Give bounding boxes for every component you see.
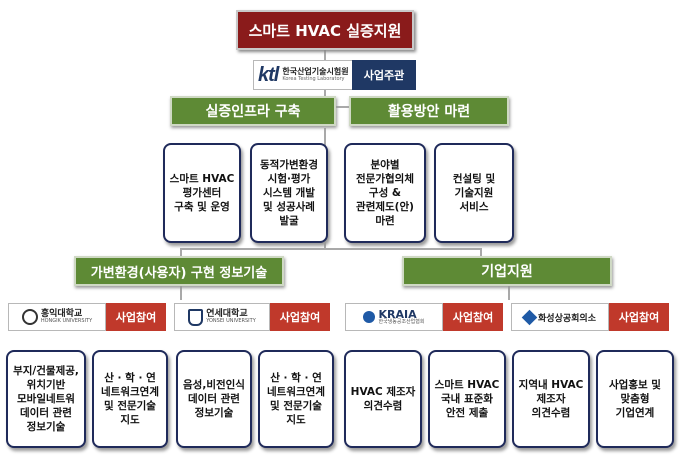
connector-left-down xyxy=(180,248,182,256)
card-hwaseong-promotion: 사업홍보 및 맞춤형 기업연계 xyxy=(596,350,674,448)
hongik-role-tag: 사업참여 xyxy=(106,303,166,331)
ktl-logo-text: ktl xyxy=(258,63,279,86)
hongik-logo-text: 홍익대학교 HONGIK UNIVERSITY xyxy=(41,310,92,324)
kraia-role-tag: 사업참여 xyxy=(443,303,503,331)
card-consulting: 컨설팅 및 기술지원 서비스 xyxy=(434,143,514,243)
lead-role-tag: 사업주관 xyxy=(352,60,416,90)
category-infra: 실증인프라 구축 xyxy=(170,96,336,126)
hongik-logo-name: 홍익대학교 xyxy=(40,309,83,319)
card-dynamic-test-system: 동적가변환경 시험·평가 시스템 개발 및 성공사례 발굴 xyxy=(250,143,328,243)
ktl-logo-sub: Korea Testing Laboratory xyxy=(282,75,345,82)
ktl-logo: ktl 한국산업기술시험원 Korea Testing Laboratory xyxy=(253,60,353,90)
yonsei-logo-name: 연세대학교 xyxy=(206,309,248,319)
connector-right-down xyxy=(480,248,482,256)
category-env-it: 가변환경(사용자) 구현 정보기술 xyxy=(74,256,284,286)
card-evaluation-center: 스마트 HVAC 평가센터 구축 및 운영 xyxy=(163,143,241,243)
yonsei-role-tag: 사업참여 xyxy=(270,303,330,331)
connector-right-split xyxy=(508,286,510,300)
connector-mid-branch xyxy=(180,248,480,250)
category-corp-support: 기업지원 xyxy=(402,256,612,286)
hwaseong-emblem-icon xyxy=(521,309,538,325)
kraia-logo: KRAIA 한국냉동공조산업협회 xyxy=(345,303,443,331)
kraia-logo-name: KRAIA xyxy=(378,308,417,321)
card-hwaseong-feedback: 지역내 HVAC 제조자 의견수렴 xyxy=(512,350,590,448)
yonsei-logo-text: 연세대학교 YONSEI UNIVERSITY xyxy=(206,310,256,324)
diagram-title: 스마트 HVAC 실증지원 xyxy=(236,10,414,50)
card-kraia-feedback: HVAC 제조자 의견수렴 xyxy=(344,350,422,448)
hwaseong-chamber-logo: 화성상공회의소 xyxy=(511,303,609,331)
hongik-logo: 홍익대학교 HONGIK UNIVERSITY xyxy=(8,303,106,331)
card-yonsei-recognition: 음성,비전인식 데이터 관련 정보기술 xyxy=(176,350,252,448)
hwaseong-logo-name: 화성상공회의소 xyxy=(538,313,596,324)
yonsei-emblem-icon xyxy=(188,308,204,326)
ktl-logo-mark: ktl xyxy=(258,63,279,87)
ktl-logo-name: 한국산업기술시험원 xyxy=(282,67,349,77)
card-hongik-info-tech: 부지/건물제공, 위치기반 모바일네트워 데이터 관련 정보기술 xyxy=(6,350,86,448)
hongik-emblem-icon xyxy=(21,309,38,325)
ktl-logo-caption: 한국산업기술시험원 Korea Testing Laboratory xyxy=(282,67,349,82)
kraia-logo-text: KRAIA 한국냉동공조산업협회 xyxy=(378,309,424,325)
card-kraia-standard: 스마트 HVAC 국내 표준화 안전 제출 xyxy=(428,350,506,448)
yonsei-logo: 연세대학교 YONSEI UNIVERSITY xyxy=(174,303,270,331)
connector-left-split xyxy=(180,286,182,300)
kraia-emblem-icon xyxy=(363,311,376,323)
category-usage: 활용방안 마련 xyxy=(349,96,509,126)
hongik-logo-sub: HONGIK UNIVERSITY xyxy=(40,318,93,324)
connector-title-lead xyxy=(324,50,326,60)
kraia-logo-sub: 한국냉동공조산업협회 xyxy=(378,319,425,325)
hwaseong-role-tag: 사업참여 xyxy=(609,303,669,331)
card-yonsei-network: 산 · 학 · 연 네트워크연계 및 전문기술 지도 xyxy=(258,350,334,448)
yonsei-logo-sub: YONSEI UNIVERSITY xyxy=(206,318,256,324)
card-hongik-network: 산 · 학 · 연 네트워크연계 및 전문기술 지도 xyxy=(92,350,168,448)
card-expert-council: 분야별 전문가협의체 구성 & 관련제도(안) 마련 xyxy=(344,143,426,243)
